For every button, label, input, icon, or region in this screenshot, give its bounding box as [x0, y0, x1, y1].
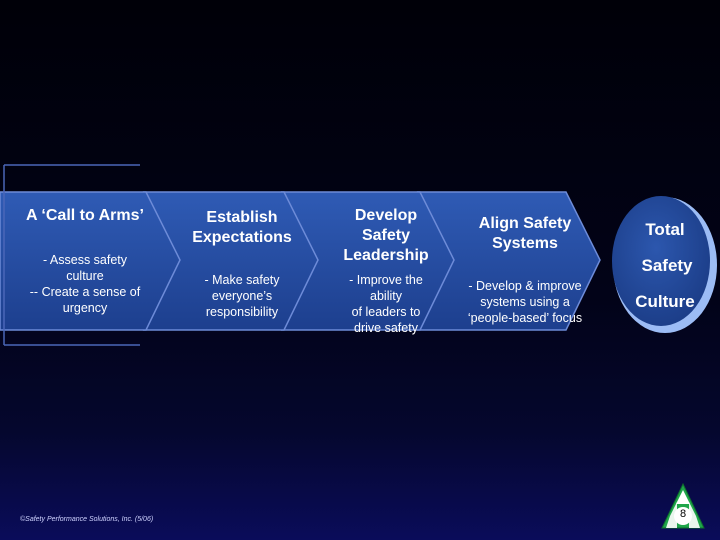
step-3-desc: - Improve the ability of leaders to driv… — [316, 272, 456, 336]
step-4-title-line-1: Align Safety — [478, 215, 572, 232]
step-3-desc-line-4: drive safety — [354, 321, 418, 335]
goal-line-culture: Culture — [635, 292, 695, 311]
step-2-title: Establish Expectations — [172, 208, 312, 248]
step-1-title: A ‘Call to Arms’ — [26, 207, 144, 224]
step-2-title-line-2: Expectations — [192, 229, 292, 246]
step-3-title: Develop Safety Leadership — [316, 206, 456, 266]
step-2-desc-line-1: - Make safety — [204, 273, 280, 287]
step-1-desc: - Assess safety culture -- Create a sens… — [10, 252, 160, 316]
page-number: 8 — [679, 508, 687, 520]
step-1-desc-line-1: - Assess safety — [42, 253, 128, 267]
step-4-desc-line-2: systems using a — [480, 295, 570, 309]
step-3-desc-line-1: - Improve the — [349, 273, 423, 287]
step-4-desc-line-3: ‘people-based’ focus — [467, 311, 583, 325]
step-2-title-line-1: Establish — [206, 209, 278, 226]
step-3-title-line-3: Leadership — [343, 247, 429, 264]
step-2-desc-line-3: responsibility — [205, 305, 279, 319]
step-1-desc-line-2: culture — [66, 269, 104, 283]
step-3-title-line-1: Develop — [354, 207, 418, 224]
step-2-desc: - Make safety everyone’s responsibility — [172, 272, 312, 320]
goal-line-total: Total — [645, 220, 685, 239]
step-3-desc-line-3: of leaders to — [351, 305, 421, 319]
step-4-desc-line-1: - Develop & improve — [468, 279, 582, 293]
step-1-desc-line-3: -- Create a sense of — [29, 285, 141, 299]
page-number-badge: 8 — [660, 482, 706, 530]
goal-line-safety: Safety — [641, 256, 693, 275]
step-4-title: Align Safety Systems — [450, 214, 600, 254]
step-4-title-line-2: Systems — [492, 235, 558, 252]
triangle-logo-icon — [661, 482, 705, 529]
step-1-desc-line-4: urgency — [62, 301, 108, 315]
step-2-desc-line-2: everyone’s — [211, 289, 273, 303]
step-4-desc: - Develop & improve systems using a ‘peo… — [448, 278, 602, 326]
step-3-title-line-2: Safety — [361, 227, 411, 244]
step-arrow-1 — [0, 191, 181, 331]
goal-circle — [612, 196, 710, 326]
copyright-footer: ©Safety Performance Solutions, Inc. (5/0… — [20, 516, 154, 523]
step-3-desc-line-2: ability — [370, 289, 402, 303]
left-frame — [3, 164, 140, 346]
